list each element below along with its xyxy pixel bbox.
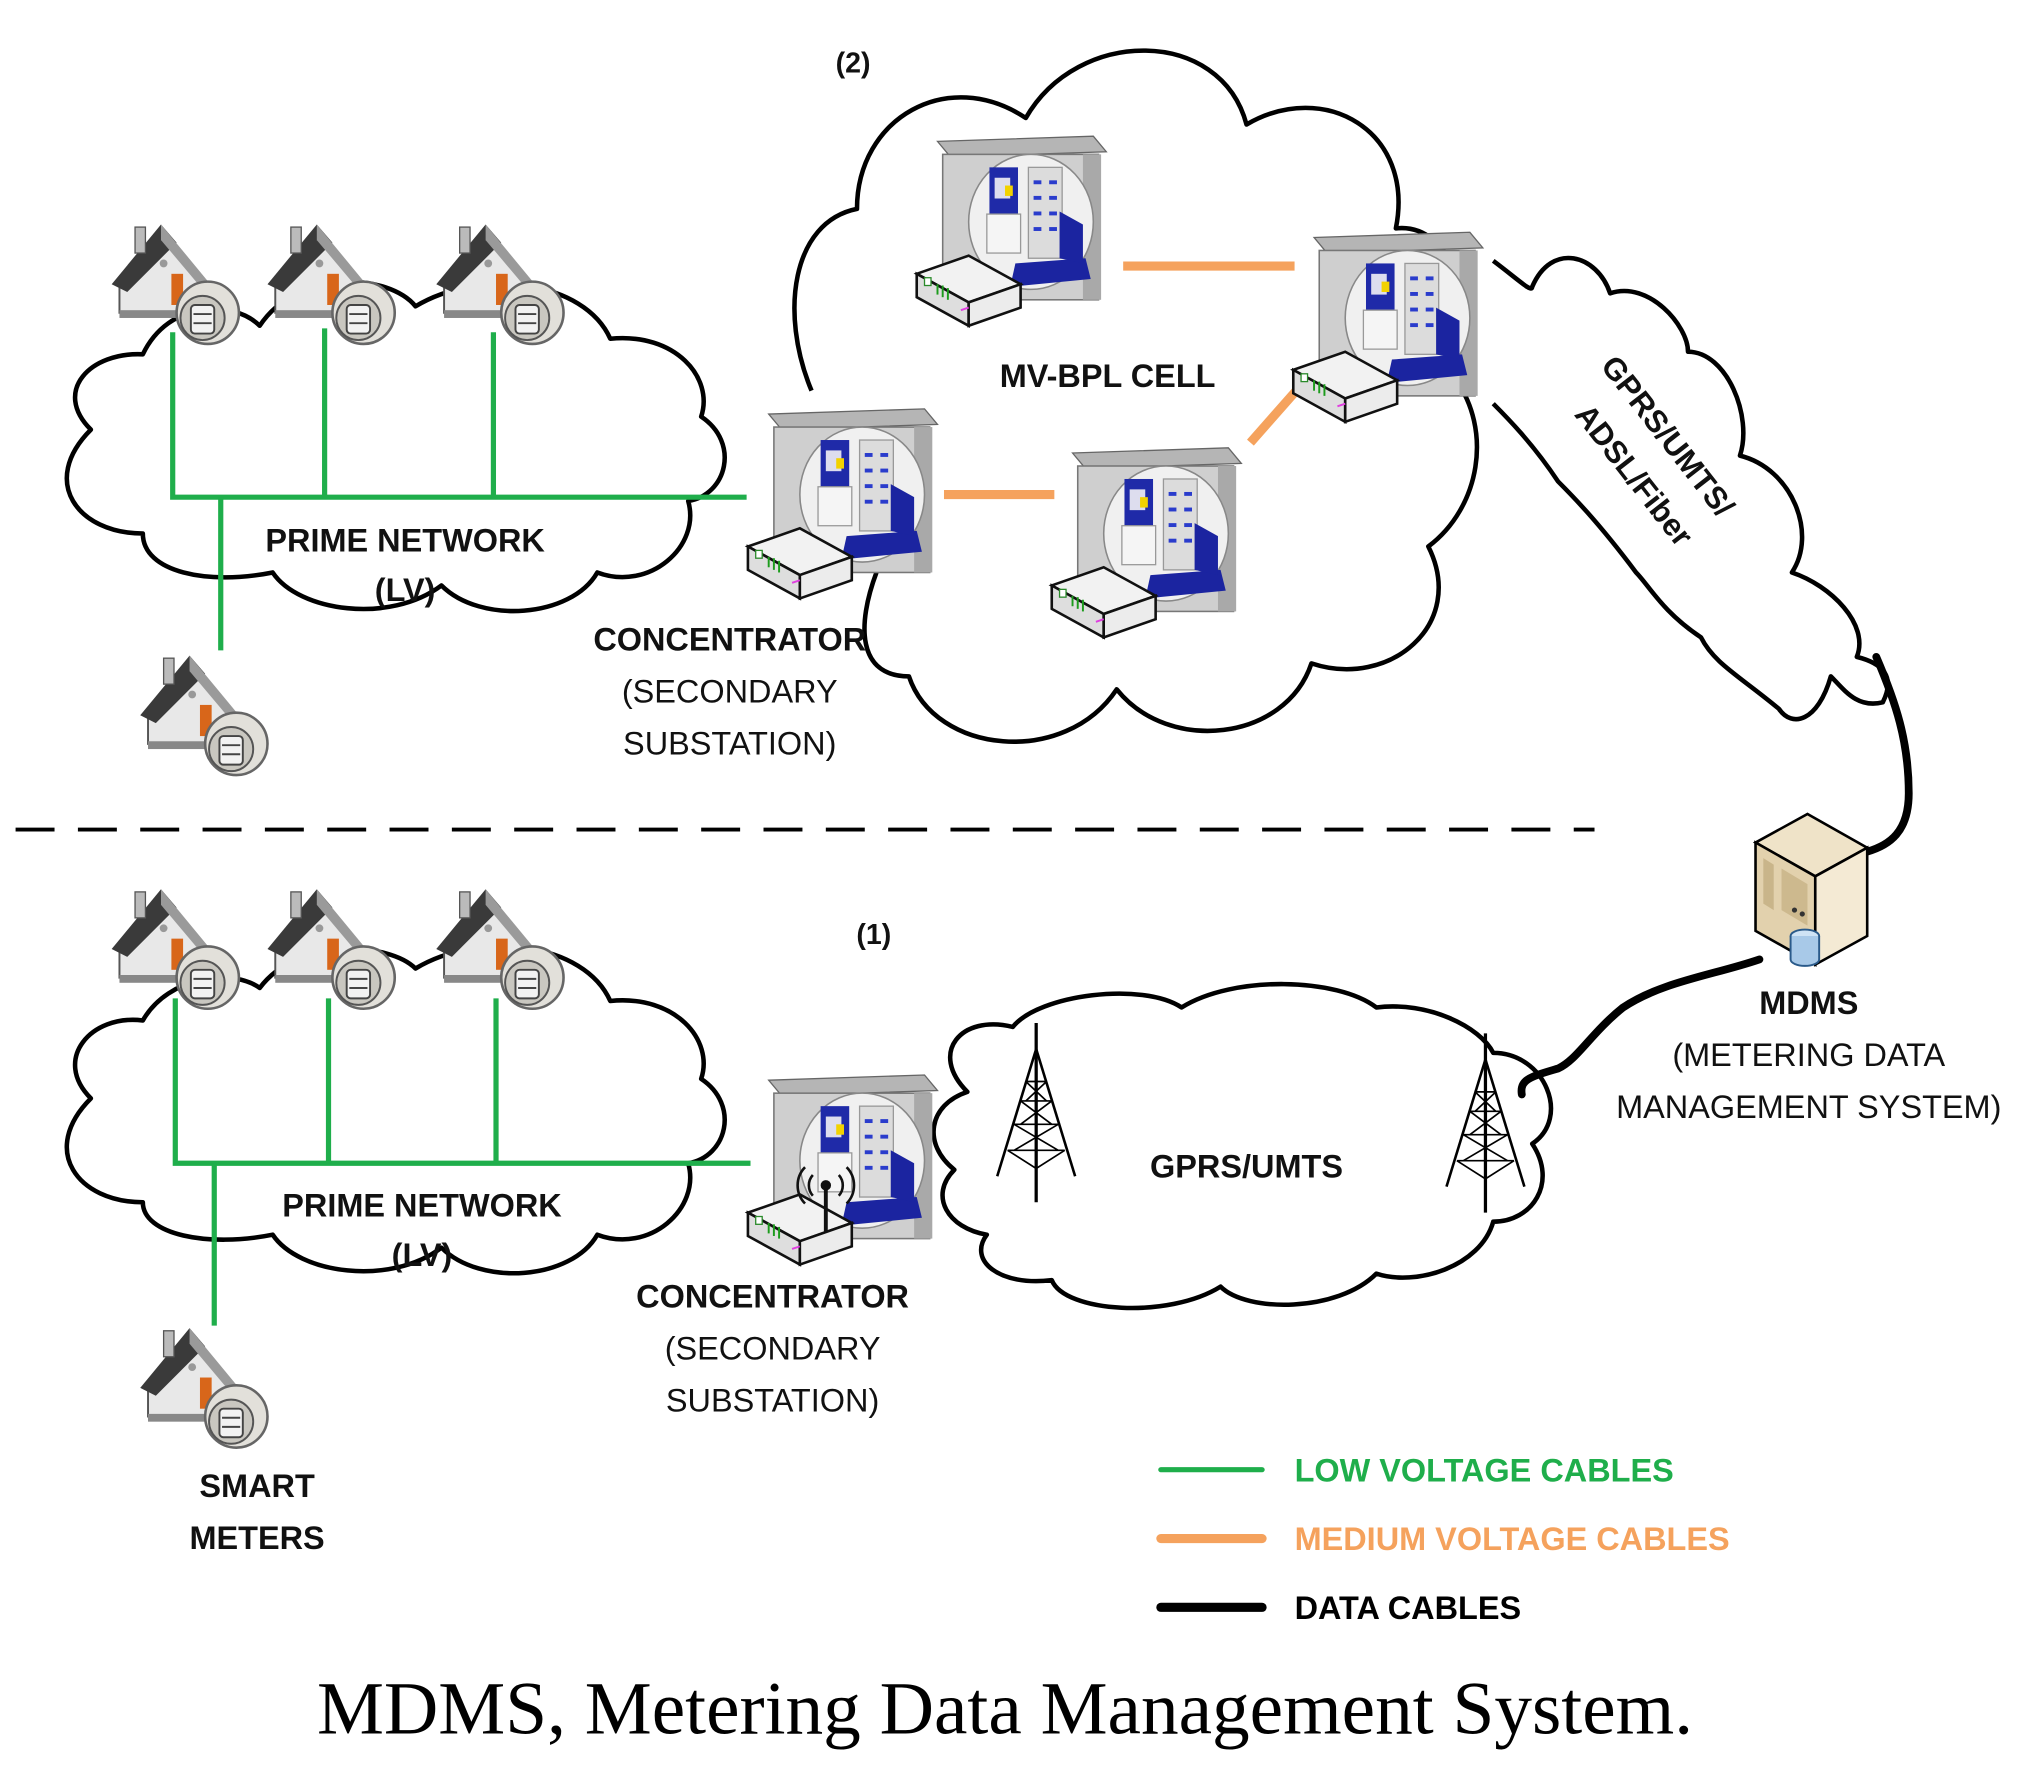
mdms-sub2: MANAGEMENT SYSTEM) xyxy=(1616,1089,2001,1125)
substation-icon xyxy=(1291,230,1485,424)
mv-bpl-cell-label: MV-BPL CELL xyxy=(1000,358,1216,394)
server-database-icon xyxy=(1752,812,1870,967)
scenario-2-label: (2) xyxy=(836,48,871,80)
house-with-smart-meter-icon xyxy=(138,1326,269,1449)
prime-network-subtitle-bottom: (LV) xyxy=(392,1237,453,1273)
concentrator-sub1-bottom: (SECONDARY xyxy=(665,1330,881,1366)
prime-network-cloud-top xyxy=(64,279,727,614)
legend-label: MEDIUM VOLTAGE CABLES xyxy=(1295,1521,1730,1557)
prime-network-cloud-bottom xyxy=(64,943,727,1276)
substation-icon xyxy=(915,134,1108,328)
gprs-umts-label: GPRS/UMTS xyxy=(1150,1149,1343,1185)
smart-meters-label-line2: METERS xyxy=(189,1520,324,1556)
antenna-icon xyxy=(796,1166,856,1233)
legend-label: DATA CABLES xyxy=(1295,1590,1522,1626)
lv-cables-top xyxy=(170,328,747,651)
concentrator-sub1-top: (SECONDARY xyxy=(622,673,838,709)
legend-label: LOW VOLTAGE CABLES xyxy=(1295,1452,1674,1488)
prime-network-title-top: PRIME NETWORK xyxy=(265,523,545,559)
gprs-umts-cloud xyxy=(931,981,1554,1311)
concentrator-sub2-top: SUBSTATION) xyxy=(623,725,836,761)
concentrator-sub2-bottom: SUBSTATION) xyxy=(666,1382,879,1418)
concentrator-title-top: CONCENTRATOR xyxy=(593,621,866,657)
house-with-smart-meter-icon xyxy=(138,654,269,777)
prime-network-title-bottom: PRIME NETWORK xyxy=(282,1188,562,1224)
backhaul-cloud xyxy=(1491,255,1891,722)
mv-cables xyxy=(943,261,1302,500)
substation-icon xyxy=(1050,446,1243,639)
concentrator-title-bottom: CONCENTRATOR xyxy=(636,1278,909,1314)
mdms-title: MDMS xyxy=(1759,985,1858,1021)
legend: LOW VOLTAGE CABLES MEDIUM VOLTAGE CABLES D… xyxy=(1156,1452,1730,1626)
figure-caption: MDMS, Metering Data Management System. xyxy=(317,1667,1693,1750)
concentrator-substation-icon xyxy=(746,1073,939,1266)
smart-meters-label-line1: SMART xyxy=(199,1468,315,1504)
data-cables xyxy=(1517,652,1913,1099)
lv-cables-bottom xyxy=(172,998,751,1326)
prime-network-subtitle-top: (LV) xyxy=(375,572,436,608)
scenario-1-label: (1) xyxy=(856,919,891,951)
mdms-sub1: (METERING DATA xyxy=(1672,1037,1945,1073)
concentrator-substation-icon xyxy=(746,407,939,600)
